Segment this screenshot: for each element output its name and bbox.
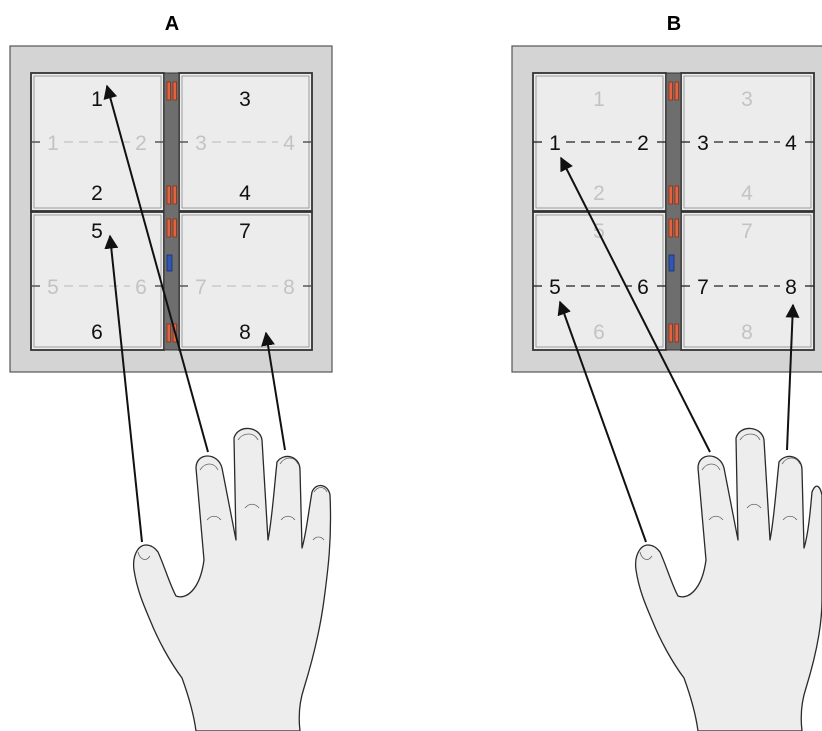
arrow-a-thumb-to-5 — [104, 234, 143, 543]
label-a-1-right: 2 — [135, 132, 147, 155]
edge-ticks-a — [31, 141, 312, 287]
label-b-2-bottom: 4 — [741, 182, 753, 205]
arrow-b-ring-to-8 — [785, 303, 800, 451]
panel-label-b: B — [667, 13, 681, 35]
hand-a — [132, 427, 332, 731]
dashed-midlines-a — [64, 141, 278, 287]
edge-ticks-b — [533, 141, 814, 287]
label-a-4-top: 7 — [239, 220, 251, 243]
panel-b: B — [511, 13, 822, 731]
label-b-2-right: 4 — [785, 132, 797, 155]
label-a-2-top: 3 — [239, 88, 251, 111]
label-b-3-bottom: 6 — [593, 321, 605, 344]
label-b-4-left: 7 — [697, 276, 709, 299]
arrow-b-index-to-1 — [560, 156, 711, 453]
arrow-b-thumb-to-5 — [557, 300, 647, 543]
label-b-4-top: 7 — [741, 220, 753, 243]
label-b-4-right: 8 — [785, 276, 797, 299]
label-a-1-top: 1 — [91, 88, 103, 111]
label-b-4-bottom: 8 — [741, 321, 753, 344]
label-b-3-left: 5 — [549, 276, 561, 299]
label-a-4-right: 8 — [283, 276, 295, 299]
label-b-1-right: 2 — [637, 132, 649, 155]
arrow-a-index-to-1 — [103, 84, 209, 453]
panel-a: A — [9, 13, 333, 731]
label-a-3-right: 6 — [135, 276, 147, 299]
hand-b — [634, 427, 822, 731]
label-b-2-left: 3 — [697, 132, 709, 155]
center-bar-b — [665, 72, 682, 351]
label-a-4-left: 7 — [195, 276, 207, 299]
label-a-1-left: 1 — [47, 132, 59, 155]
arrow-a-ring-to-8 — [261, 331, 286, 451]
center-bar-a — [163, 72, 180, 351]
label-a-1-bottom: 2 — [91, 182, 103, 205]
label-b-3-right: 6 — [637, 276, 649, 299]
label-a-3-top: 5 — [91, 220, 103, 243]
label-a-2-left: 3 — [195, 132, 207, 155]
status-leds-a — [166, 81, 177, 343]
status-leds-b — [668, 81, 679, 343]
label-b-1-bottom: 2 — [593, 182, 605, 205]
label-b-1-top: 1 — [593, 88, 605, 111]
label-a-3-left: 5 — [47, 276, 59, 299]
label-a-2-right: 4 — [283, 132, 295, 155]
label-b-1-left: 1 — [549, 132, 561, 155]
panel-label-a: A — [165, 13, 179, 35]
label-b-2-top: 3 — [741, 88, 753, 111]
rocker-3-a[interactable] — [30, 211, 165, 351]
label-a-3-bottom: 6 — [91, 321, 103, 344]
dashed-midlines-b — [566, 141, 780, 287]
label-a-2-bottom: 4 — [239, 182, 251, 205]
label-a-4-bottom: 8 — [239, 321, 251, 344]
